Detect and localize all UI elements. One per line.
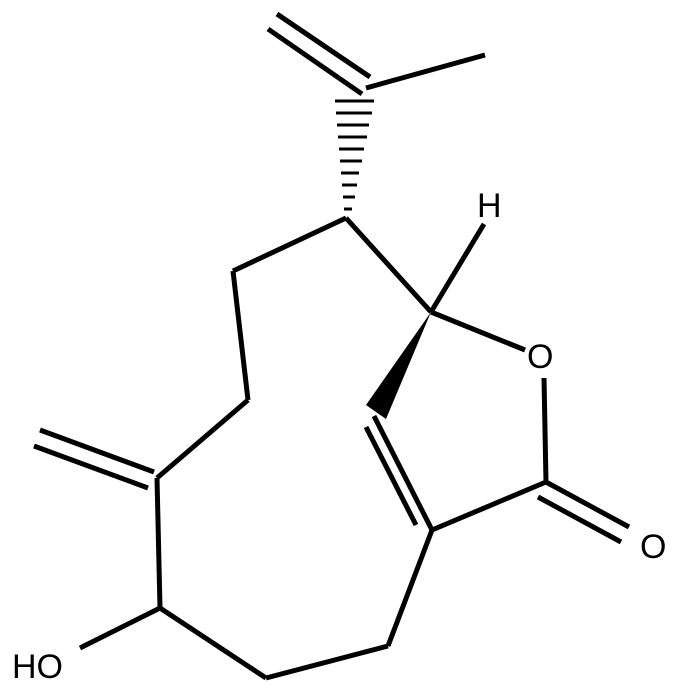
hydroxyl-label: HO: [12, 648, 63, 686]
bond-ring-c1-c2: [231, 215, 348, 274]
bond-carbonyl-double-a: [544, 479, 631, 530]
bond-ring-c3-c4: [155, 398, 250, 480]
bond-ring-c1-c10: [344, 216, 433, 314]
carbonyl-oxygen-label: O: [640, 528, 666, 566]
bond-ring-o-c10: [430, 309, 526, 353]
bond-carbonyl-double-b: [536, 494, 623, 545]
bond-c8-c9-double-a: [371, 414, 435, 532]
bond-vinyl-double-a: [275, 11, 372, 80]
solid-wedge-bond: [366, 312, 431, 419]
bond-ring-c7-c8: [385, 529, 435, 647]
bond-vinyl-double-b: [266, 26, 364, 97]
hashed-wedge-bond: [335, 99, 374, 211]
hydrogen-label: H: [477, 187, 502, 225]
bond-methylene-double-b: [33, 443, 149, 491]
bond-ring-c6-c7: [265, 643, 389, 681]
bond-c8-carbonyl-c: [431, 479, 547, 533]
bond-ring-c5-c6: [158, 605, 268, 681]
ring-oxygen-label: O: [527, 338, 553, 376]
bond-c10-h: [428, 222, 487, 314]
bond-c8-c9-double-b: [363, 425, 419, 527]
bond-isopropenyl-methyl: [365, 52, 486, 91]
bond-carbonyl-c-ring-o: [541, 377, 549, 483]
bond-ring-c4-c5: [154, 477, 163, 609]
bond-ring-c2-c3: [230, 270, 251, 401]
bond-methylene-double-a: [39, 427, 155, 475]
bond-c5-oh: [78, 605, 162, 651]
